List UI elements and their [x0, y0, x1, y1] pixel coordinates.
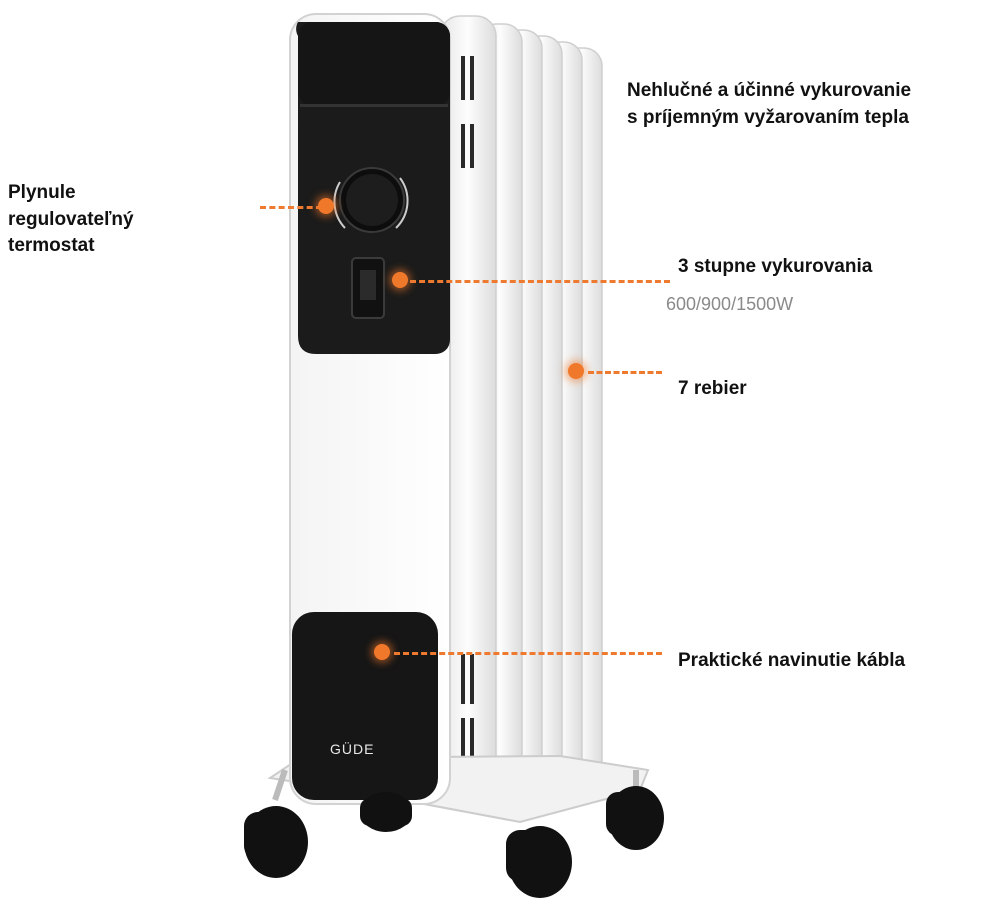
- callout-line-thermostat: [260, 206, 322, 209]
- wheels: [244, 786, 664, 898]
- callout-thermostat-line2: regulovateľný: [8, 208, 134, 230]
- radiator-front: GÜDE: [289, 13, 451, 805]
- callout-silent-heating-line2: s príjemným vyžarovaním tepla: [627, 106, 909, 128]
- callout-cable-winding: Praktické navinutie kábla: [678, 650, 906, 671]
- callout-heating-power: 600/900/1500W: [666, 294, 794, 314]
- callout-thermostat-line3: termostat: [8, 235, 95, 257]
- callout-thermostat-line1: Plynule: [8, 182, 76, 203]
- callout-line-fins: [588, 371, 662, 374]
- callout-heating-levels: 3 stupne vykurovania: [678, 256, 873, 277]
- callout-silent-heating: Nehlučné a účinné vykurovanie s príjemný…: [627, 78, 911, 131]
- callout-thermostat: Plynule regulovateľný termostat: [8, 180, 134, 260]
- callout-line-cable: [394, 652, 662, 655]
- thermostat-hotspot[interactable]: [318, 198, 334, 214]
- cable-hotspot[interactable]: [374, 644, 390, 660]
- switch-hotspot[interactable]: [392, 272, 408, 288]
- radiator-fins: [439, 15, 603, 799]
- callout-silent-heating-line1: Nehlučné a účinné vykurovanie: [627, 80, 912, 101]
- fins-hotspot[interactable]: [568, 363, 584, 379]
- cable-winding-panel: [292, 612, 438, 800]
- brand-logo: GÜDE: [330, 740, 374, 757]
- callout-fins: 7 rebier: [678, 378, 747, 399]
- callout-line-heating-levels: [410, 280, 670, 283]
